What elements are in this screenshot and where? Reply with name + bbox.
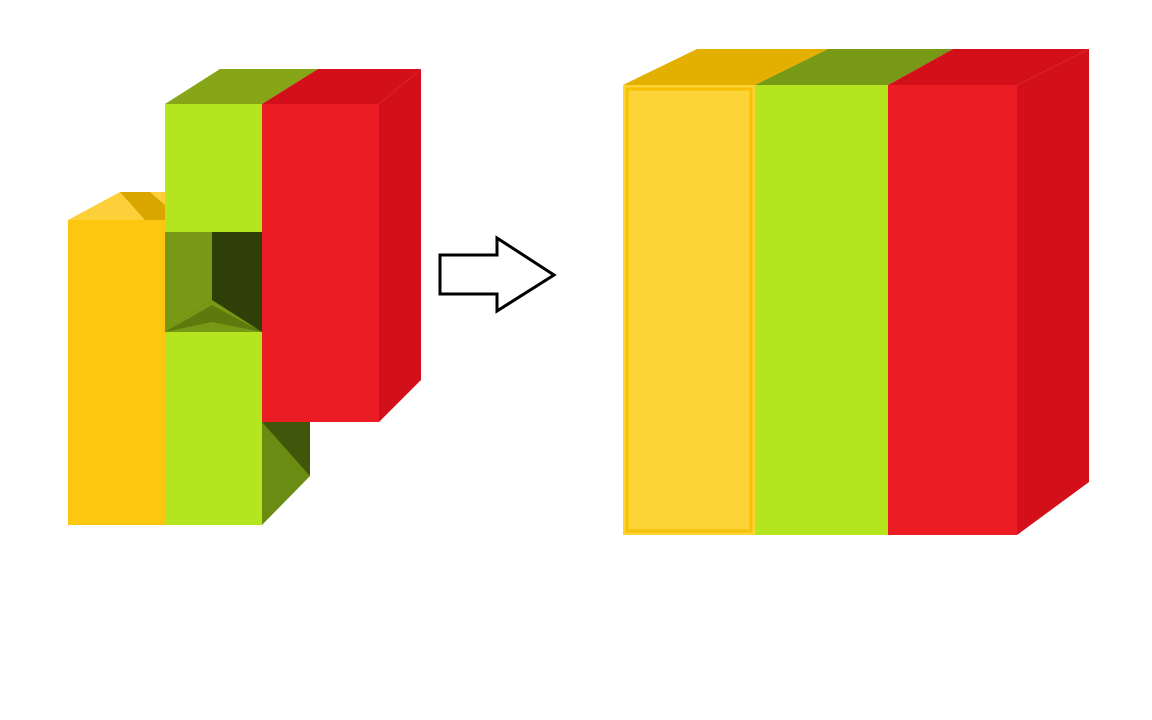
left-green-block: [165, 69, 318, 525]
left-green-cavity-floor-edge: [165, 305, 262, 332]
left-red-top: [262, 69, 421, 104]
left-yellow-top-shade: [120, 192, 165, 220]
right-green-front: [755, 85, 888, 535]
right-red-top: [888, 49, 1089, 85]
left-green-side-lower-dark: [262, 422, 310, 476]
right-block-group: [623, 49, 1089, 535]
left-green-front-lower: [165, 332, 262, 525]
right-green-top: [755, 49, 953, 85]
left-green-cavity-left-wall: [165, 232, 212, 332]
right-red-front: [888, 85, 1017, 535]
left-green-front-upper: [165, 104, 262, 232]
left-yellow-front: [68, 220, 165, 525]
left-block-group: [68, 69, 421, 525]
right-yellow-front: [623, 85, 755, 535]
right-arrow-icon: [438, 235, 557, 314]
right-red-side: [1017, 49, 1089, 535]
left-yellow-block: [68, 192, 165, 525]
left-red-side: [379, 69, 421, 422]
left-red-front: [262, 104, 379, 422]
left-green-top: [165, 69, 318, 104]
left-red-block: [262, 69, 421, 422]
right-yellow-front-inner: [625, 87, 753, 533]
right-yellow-top: [623, 49, 828, 85]
